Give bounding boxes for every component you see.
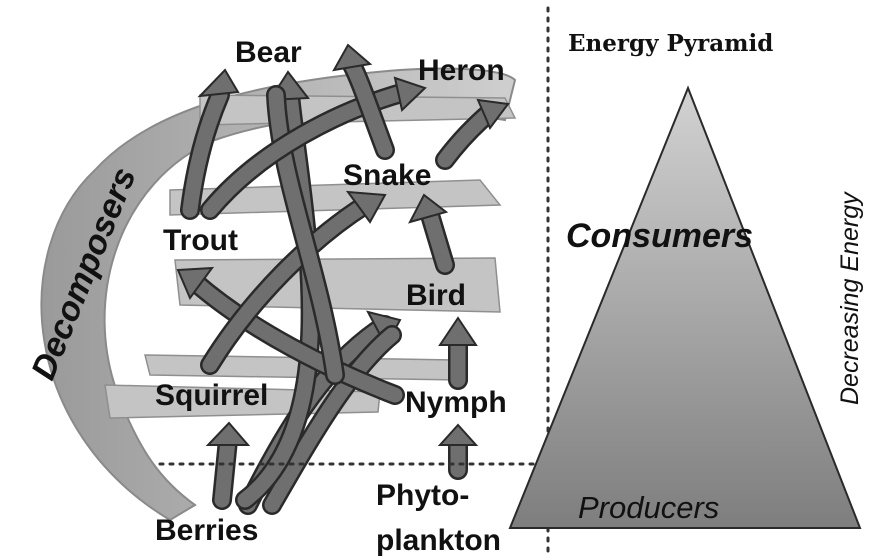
pyramid-producers-label: Producers	[578, 490, 719, 525]
label-bear: Bear	[235, 36, 302, 69]
label-phytoplankton-line2: plankton	[376, 524, 501, 557]
label-snake: Snake	[343, 159, 431, 192]
label-nymph: Nymph	[405, 386, 507, 419]
label-trout: Trout	[163, 224, 238, 257]
label-phytoplankton-line1: Phyto-	[376, 479, 469, 512]
arrow-berries-to-squirrel	[208, 423, 248, 500]
pyramid-title: Energy Pyramid	[568, 30, 773, 57]
label-squirrel: Squirrel	[155, 379, 268, 412]
label-heron: Heron	[418, 54, 505, 87]
label-berries: Berries	[155, 514, 258, 547]
energy-pyramid: Energy Pyramid Consumers Producers Decre…	[510, 30, 864, 528]
pyramid-shape	[510, 88, 860, 528]
pyramid-side-label: Decreasing Energy	[836, 191, 864, 405]
pyramid-consumers-label: Consumers	[566, 217, 753, 255]
label-bird: Bird	[406, 279, 466, 312]
